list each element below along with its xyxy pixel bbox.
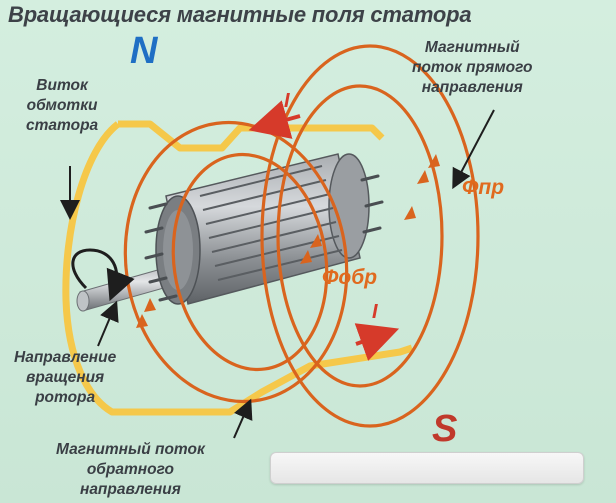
pointer-forward-flux — [456, 110, 494, 182]
reverse-flux-symbol: Фобр — [322, 266, 377, 290]
reverse-flux-label-line-1: Магнитный поток — [56, 440, 205, 460]
stator-coil-label: Виток обмотки статора — [26, 76, 98, 136]
caption-bar — [270, 452, 584, 484]
forward-flux-label-line-1: Магнитный — [412, 38, 533, 58]
forward-flux-label-line-2: поток прямого — [412, 58, 533, 78]
stator-coil-label-line-3: статора — [26, 116, 98, 136]
current-symbol-bottom: I — [372, 301, 378, 324]
rotor-rotation-label-line-1: Направление — [14, 348, 116, 368]
reverse-flux-label-line-2: обратного — [56, 460, 205, 480]
flux-arrow-7 — [144, 298, 156, 312]
stator-coil-label-line-2: обмотки — [26, 96, 98, 116]
south-pole-label: S — [432, 408, 457, 451]
rotor-rotation-label: Направление вращения ротора — [14, 348, 116, 408]
flux-arrow-3 — [404, 206, 416, 220]
rotor-rotation-label-line-2: вращения — [14, 368, 116, 388]
diagram-title: Вращающиеся магнитные поля статора — [8, 2, 471, 28]
current-symbol-top: I — [284, 90, 290, 113]
reverse-flux-label: Магнитный поток обратного направления — [56, 440, 205, 500]
forward-flux-symbol: Фпр — [462, 176, 504, 200]
forward-flux-label: Магнитный поток прямого направления — [412, 38, 533, 98]
pointer-rotation — [98, 308, 114, 346]
rotor-rotation-label-line-3: ротора — [14, 388, 116, 408]
stator-coil-label-line-1: Виток — [26, 76, 98, 96]
forward-flux-label-line-3: направления — [412, 78, 533, 98]
reverse-flux-label-line-3: направления — [56, 480, 205, 500]
flux-arrow-1 — [417, 170, 429, 184]
north-pole-label: N — [130, 30, 157, 73]
current-arrow-bottom — [356, 334, 384, 344]
